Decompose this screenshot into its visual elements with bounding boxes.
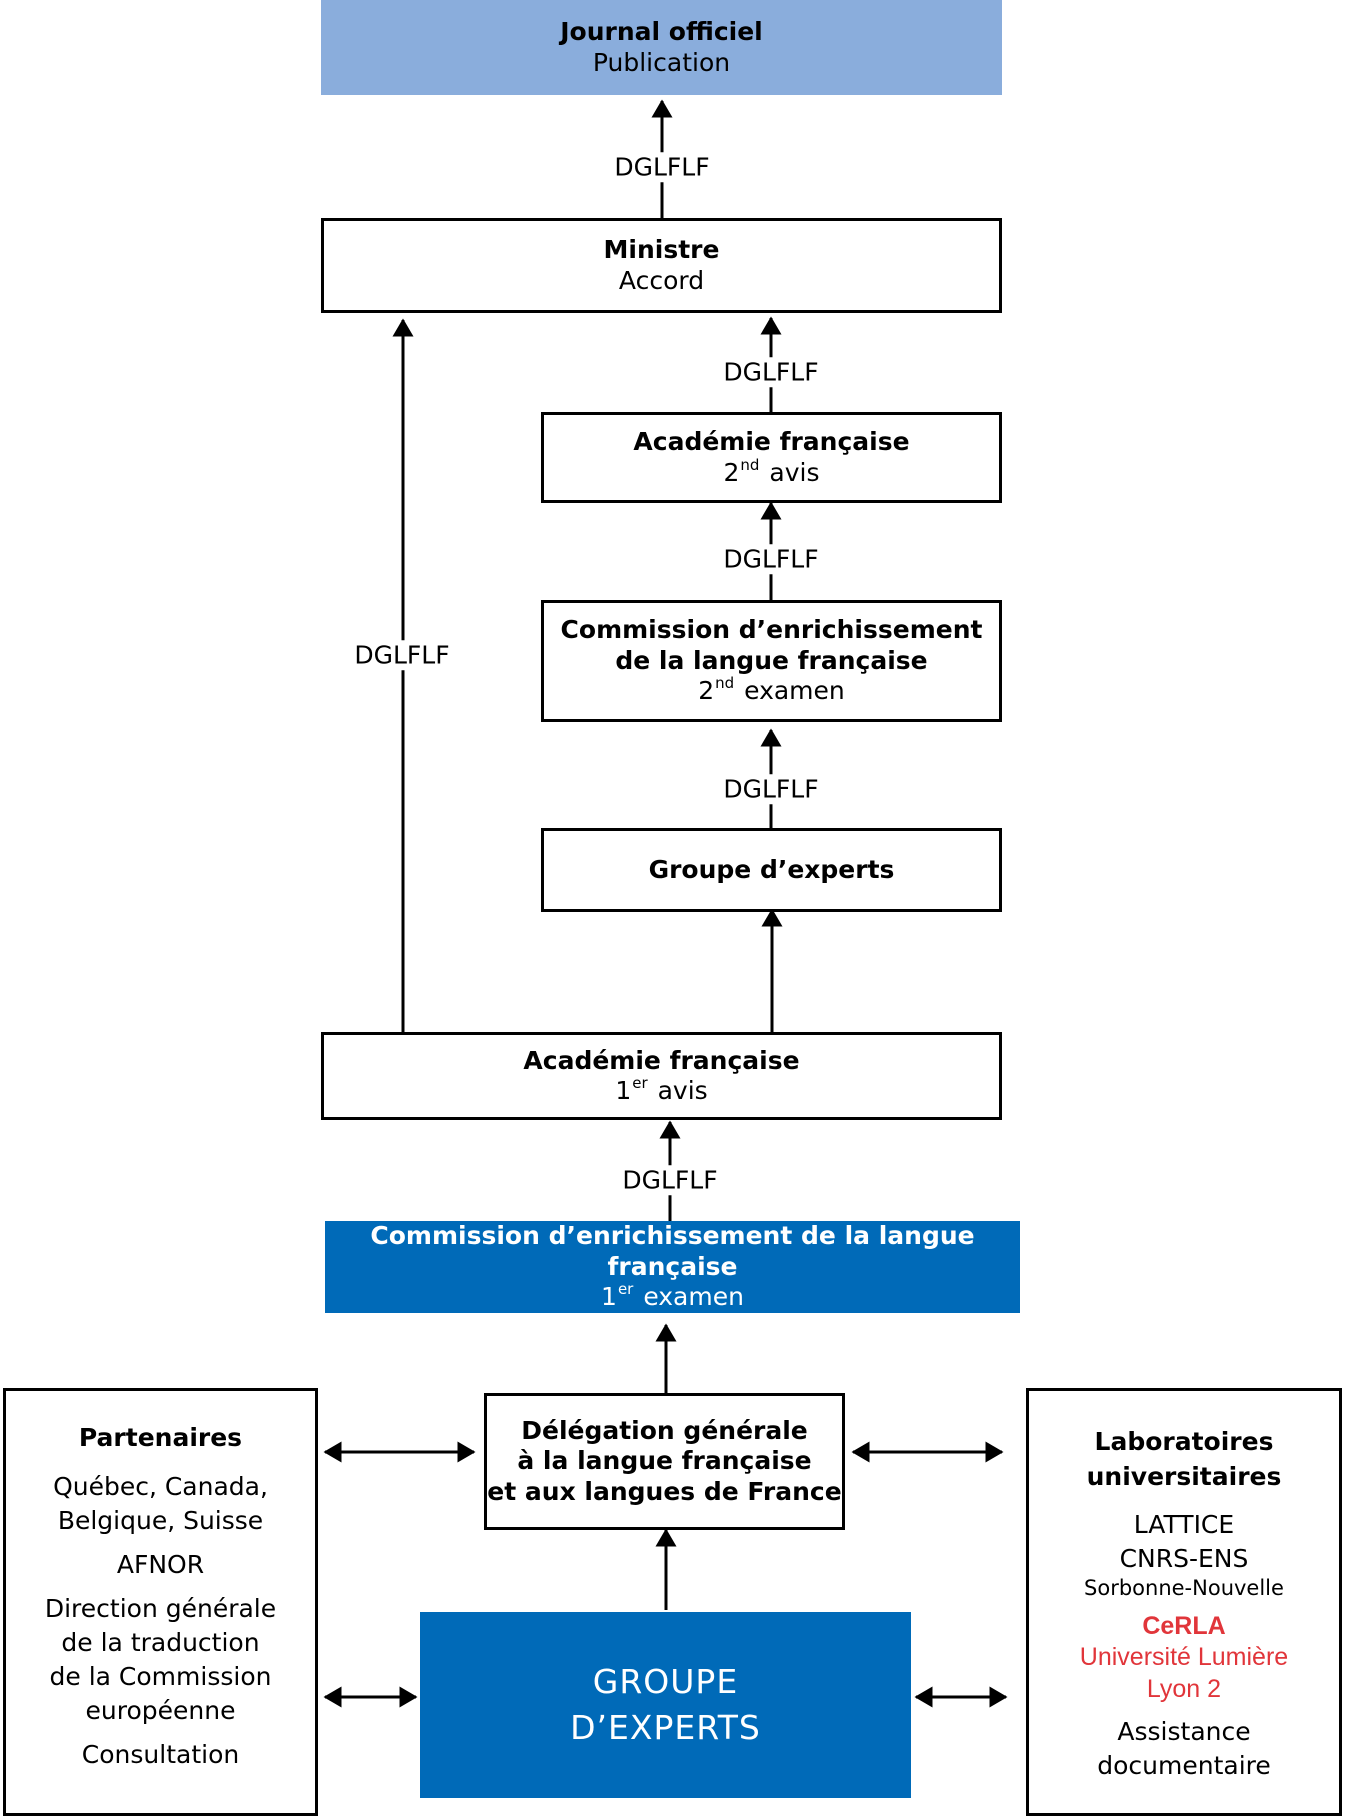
commission-1-num: 1 [601, 1282, 617, 1312]
commission-1-title: Commission d’enrichissement de la langue… [370, 1221, 975, 1281]
partenaires-item-3d: européenne [85, 1695, 236, 1725]
academie-2-title: Académie française [633, 427, 910, 456]
commission-1-rest: examen [643, 1282, 744, 1312]
edge-label-academie1-ministre: DGLFLF [352, 640, 452, 670]
partenaires-item-4: Consultation [81, 1739, 240, 1769]
laboratoires-title: Laboratoires universitaires [1029, 1425, 1339, 1494]
lattice-line-3: Sorbonne-Nouvelle [1084, 1576, 1284, 1600]
delegation-line-1: Délégation générale [521, 1415, 808, 1445]
edge-label-commission2-academie2: DGLFLF [721, 544, 821, 574]
cerla-line-1: CeRLA [1142, 1612, 1226, 1641]
partenaires-box: Partenaires Québec, Canada, Belgique, Su… [3, 1388, 318, 1816]
journal-subtitle: Publication [592, 47, 731, 77]
groupe-experts-title: Groupe d’experts [648, 854, 895, 884]
ministre-title: Ministre [603, 235, 720, 264]
groupe-experts-main-box: GROUPE D’EXPERTS [420, 1612, 911, 1798]
edge-label-groupe-commission2: DGLFLF [721, 774, 821, 804]
laboratoires-item-assistance: Assistance documentaire [1029, 1715, 1339, 1783]
assistance-line-2: documentaire [1097, 1750, 1271, 1780]
partenaires-item-3b: de la traduction [61, 1627, 260, 1657]
commission-2-num: 2 [698, 676, 715, 706]
ministre-subtitle: Accord [618, 265, 705, 295]
partenaires-item-3a: Direction générale [44, 1593, 277, 1623]
academie-1-rest: avis [657, 1076, 708, 1105]
partenaires-item-afnor: AFNOR [6, 1548, 315, 1582]
academie-1-sup: er [632, 1074, 648, 1092]
delegation-generale-box: Délégation générale à la langue français… [484, 1393, 845, 1530]
laboratoires-box: Laboratoires universitaires LATTICE CNRS… [1026, 1388, 1342, 1816]
edge-label-ministre-journal: DGLFLF [612, 152, 712, 182]
partenaires-item-2: AFNOR [116, 1549, 205, 1579]
partenaires-item-dgt: Direction générale de la traduction de l… [6, 1592, 315, 1728]
laboratoires-item-cerla: CeRLA Université Lumière Lyon 2 [1029, 1611, 1339, 1705]
lattice-line-1: LATTICE [1133, 1510, 1235, 1539]
commission-2-rest: examen [744, 676, 845, 706]
delegation-line-3: et aux langues de France [487, 1476, 842, 1506]
journal-officiel-box: Journal officiel Publication [321, 0, 1002, 95]
ministre-box: Ministre Accord [321, 218, 1002, 313]
commission-2nd-examen-box: Commission d’enrichissement de la langue… [541, 600, 1002, 722]
partenaires-title: Partenaires [78, 1423, 243, 1452]
academie-2-sup: nd [740, 455, 760, 474]
laboratoires-item-lattice: LATTICE CNRS-ENS Sorbonne-Nouvelle [1029, 1508, 1339, 1601]
cerla-line-3: Lyon 2 [1146, 1674, 1222, 1703]
groupe-main-line-2: D’EXPERTS [570, 1708, 761, 1747]
journal-title: Journal officiel [560, 17, 763, 46]
groupe-main-line-1: GROUPE [592, 1661, 739, 1701]
groupe-experts-box: Groupe d’experts [541, 828, 1002, 912]
academie-1-title: Académie française [523, 1045, 800, 1075]
laboratoires-title-1: Laboratoires [1094, 1427, 1274, 1456]
commission-2-title-line-1: Commission d’enrichissement [560, 615, 983, 645]
commission-1-sup: er [617, 1280, 634, 1299]
partenaires-item-quebec: Québec, Canada, Belgique, Suisse [6, 1470, 315, 1538]
lattice-line-2: CNRS-ENS [1119, 1544, 1249, 1573]
commission-1er-examen-box: Commission d’enrichissement de la langue… [325, 1221, 1020, 1313]
delegation-line-2: à la langue française [517, 1446, 812, 1476]
cerla-line-2: Université Lumière [1079, 1643, 1289, 1672]
academie-2-num: 2 [723, 457, 740, 487]
academie-2-rest: avis [769, 457, 820, 487]
groupe-experts-main-label: GROUPE D’EXPERTS [570, 1659, 761, 1751]
partenaires-item-consultation: Consultation [6, 1738, 315, 1772]
edge-label-commission1-academie1: DGLFLF [620, 1165, 720, 1195]
partenaires-item-3c: de la Commission [49, 1661, 272, 1691]
commission-2-title-line-2: de la langue française [615, 645, 928, 675]
partenaires-item-1a: Québec, Canada, [53, 1471, 268, 1501]
assistance-line-1: Assistance [1117, 1716, 1251, 1746]
academie-1-num: 1 [615, 1076, 632, 1105]
laboratoires-title-2: universitaires [1086, 1461, 1282, 1491]
partenaires-item-1b: Belgique, Suisse [57, 1505, 264, 1535]
commission-2-sup: nd [715, 674, 735, 693]
edge-label-academie2-ministre: DGLFLF [721, 357, 821, 387]
